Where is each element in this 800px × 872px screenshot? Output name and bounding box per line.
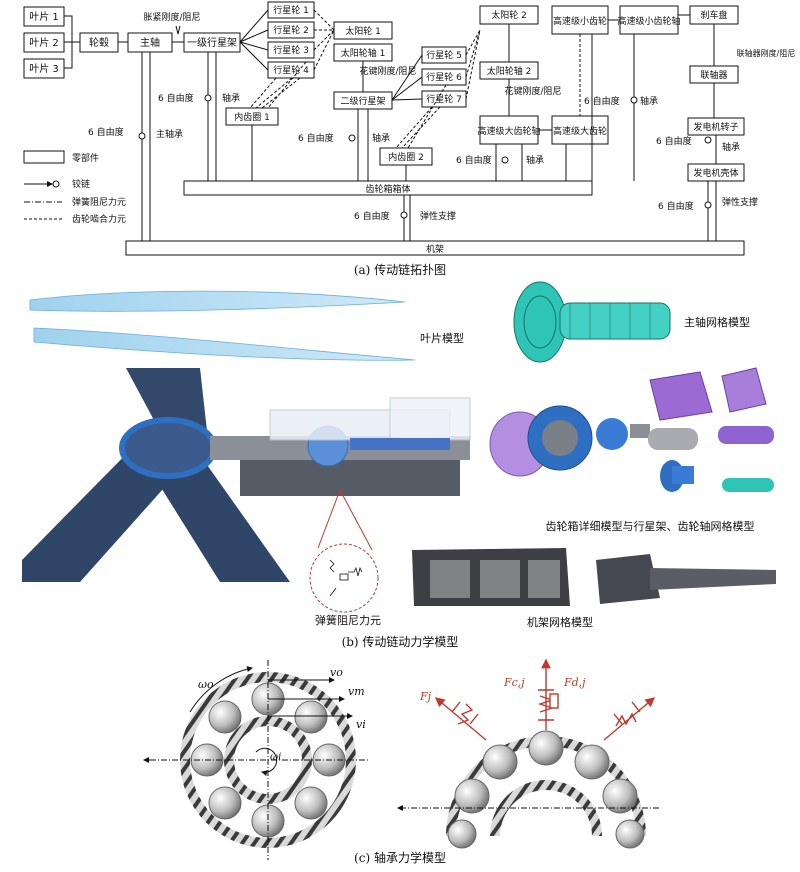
legend-part-label: 零部件 — [72, 152, 99, 164]
bearing-label-5: 轴承 — [722, 141, 740, 153]
dynamic-model: 叶片模型 主轴网格模型 — [22, 281, 776, 649]
legend-mesh-label: 齿轮啮合力元 — [72, 213, 126, 225]
omega-o-label: ωo — [198, 678, 214, 691]
blade-links — [64, 15, 80, 69]
gearbox-housing-box — [183, 180, 593, 196]
blade-model-label: 叶片模型 — [420, 331, 464, 345]
dof-label-6: 6 自由度 — [656, 135, 692, 147]
dof-label-2: 6 自由度 — [158, 92, 194, 104]
planet-7-label: 行星轮 7 — [426, 93, 462, 105]
elastic-support-label-1: 弹性支撑 — [420, 210, 456, 222]
frame-mesh-label: 机架网格模型 — [527, 615, 593, 629]
force-elements — [434, 658, 656, 741]
coupling-label: 联轴器 — [700, 69, 727, 81]
planet-1-label: 行星轮 1 — [273, 4, 309, 16]
ring1-label: 内齿圈 1 — [234, 111, 270, 123]
sun2-label: 太阳轮 2 — [491, 9, 527, 21]
brake-label: 刹车盘 — [700, 9, 727, 21]
legend-spring-label: 弹簧阻尼力元 — [72, 196, 126, 208]
bearing-right — [397, 658, 660, 849]
gearbox-model-label: 齿轮箱详细模型与行星架、齿轮轴网格模型 — [546, 519, 755, 533]
caption-a: (a) 传动链拓扑图 — [354, 262, 446, 277]
hub-label: 轮毂 — [89, 36, 109, 49]
legend-hinge-label: 铰链 — [72, 178, 90, 190]
bearing-label-3: 轴承 — [526, 154, 544, 166]
bearing-model: ωo ωi vo vm vi — [143, 658, 660, 865]
hs-small-shaft-label: 高速级小齿轮轴 — [617, 15, 680, 27]
sun1-box — [333, 21, 393, 40]
topology-diagram: 叶片 1 叶片 2 叶片 3 轮毂 主轴 胀紧刚度/阻尼 一级行星架 行星轮 1… — [23, 1, 796, 277]
main-bearing-label: 主轴承 — [156, 128, 183, 140]
v-m-label: vm — [348, 685, 365, 698]
caption-c: (c) 轴承力学模型 — [354, 850, 446, 865]
ring2-label: 内齿圈 2 — [388, 151, 424, 163]
planets-stage2: 行星轮 5 行星轮 6 行星轮 7 — [391, 29, 481, 149]
bearing-left — [143, 660, 370, 860]
rolling-elements-right — [447, 730, 645, 849]
tension-marker — [175, 25, 181, 35]
frame-box — [125, 240, 745, 256]
caption-b: (b) 传动链动力学模型 — [342, 634, 459, 649]
main-shaft-label: 主轴 — [140, 36, 160, 49]
rolling-elements-left — [190, 682, 346, 838]
bearing-label-1: 轴承 — [222, 92, 240, 104]
sun1-label: 太阳轮 1 — [345, 25, 381, 37]
blade-model-upper — [29, 290, 406, 312]
blade-2-label: 叶片 2 — [29, 36, 59, 49]
omega-i-label: ωi — [270, 752, 281, 763]
frame-mesh — [412, 548, 776, 606]
stage2-carrier-label: 二级行星架 — [340, 95, 385, 107]
hs-big-gear-label: 高速级大齿轮 — [553, 125, 607, 137]
stage1-carrier-label: 一级行星架 — [187, 36, 237, 49]
tower-nacelle — [22, 368, 471, 582]
blade-3-label: 叶片 3 — [29, 62, 59, 75]
dof-label-3: 6 自由度 — [298, 132, 334, 144]
spring-damper-label: 弹簧阻尼力元 — [315, 613, 381, 627]
planet-2-label: 行星轮 2 — [273, 24, 309, 36]
hs-small-gear-label: 高速级小齿轮 — [553, 15, 607, 27]
spring-damper-callout — [309, 489, 379, 613]
f-cj-label: Fc,j — [503, 676, 525, 689]
coupling-stiffness-label: 联轴器刚度/阻尼 — [737, 48, 796, 58]
f-dj-label: Fd,j — [563, 676, 586, 689]
planet-6-label: 行星轮 6 — [426, 71, 462, 83]
main-shaft-mesh — [513, 281, 671, 363]
dof-label-5: 6 自由度 — [584, 95, 620, 107]
shaft-mesh-label: 主轴网格模型 — [684, 315, 750, 329]
bearing-label-2: 轴承 — [372, 132, 390, 144]
hinge-symbols — [138, 94, 712, 219]
hs-big-gear-box — [551, 115, 609, 145]
hs-big-shaft-label: 高速级大齿轮轴 — [477, 125, 540, 137]
gearbox-exploded — [489, 367, 774, 492]
dof-label-4: 6 自由度 — [456, 154, 492, 166]
planets-stage1: 行星轮 1 行星轮 2 行星轮 3 行星轮 4 — [239, 1, 335, 109]
bearing-label-4: 轴承 — [640, 95, 658, 107]
spline2-label: 花键刚度/阻尼 — [504, 85, 561, 97]
blade-1-label: 叶片 1 — [29, 10, 59, 23]
gen-housing-label: 发电机壳体 — [693, 167, 738, 179]
dof-label-7: 6 自由度 — [354, 210, 390, 222]
hs-small-shaft-box — [619, 5, 679, 35]
blade-model-lower — [33, 327, 416, 361]
sun-shaft2-label: 太阳轮轴 2 — [487, 65, 532, 77]
sun-shaft1-label: 太阳轮轴 1 — [341, 47, 386, 59]
elastic-support-label-2: 弹性支撑 — [722, 196, 758, 208]
planet-5-label: 行星轮 5 — [426, 49, 462, 61]
dof-label-1: 6 自由度 — [88, 126, 124, 138]
spline1-label: 花键刚度/阻尼 — [359, 65, 416, 77]
legend: 零部件 铰链 弹簧阻尼力元 齿轮啮合力元 — [23, 150, 126, 225]
f-j-label: Fj — [419, 690, 432, 703]
dof-label-8: 6 自由度 — [658, 200, 694, 212]
v-i-label: vi — [356, 718, 366, 731]
stage2-carrier-box — [333, 91, 393, 110]
gearbox-housing-label: 齿轮箱箱体 — [365, 183, 410, 195]
v-o-label: vo — [330, 666, 343, 679]
gen-rotor-label: 发电机转子 — [693, 121, 738, 133]
planet-3-label: 行星轮 3 — [273, 44, 309, 56]
hs-big-shaft-box — [479, 115, 539, 145]
tension-label: 胀紧刚度/阻尼 — [143, 11, 200, 23]
frame-label: 机架 — [426, 243, 444, 255]
planet-4-label: 行星轮 4 — [273, 64, 309, 76]
